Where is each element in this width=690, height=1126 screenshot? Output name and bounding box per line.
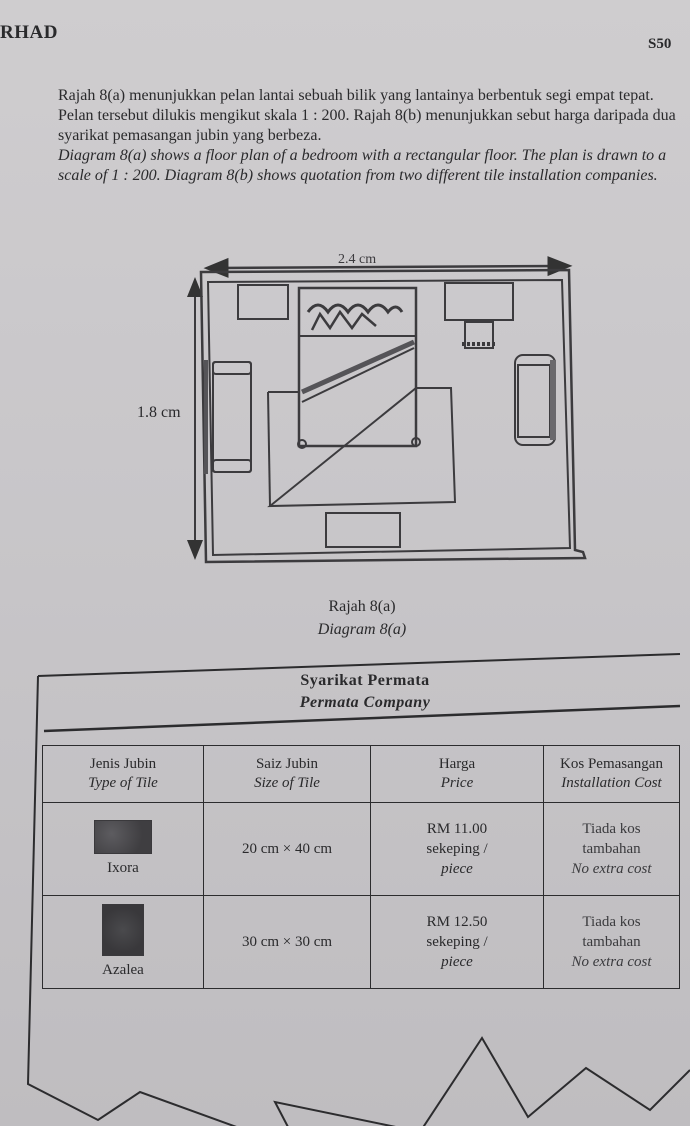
header-english: Size of Tile <box>254 775 320 791</box>
header-malay: Harga <box>438 756 476 772</box>
header-malay: Kos Pemasangan <box>560 756 663 772</box>
tile-name: Ixora <box>107 860 139 876</box>
ixora-tile-image <box>94 820 152 854</box>
quotation-table: Jenis Jubin Type of Tile Saiz Jubin Size… <box>42 745 680 989</box>
header-malay: Saiz Jubin <box>255 756 319 772</box>
tile-type-cell: Azalea <box>42 895 204 989</box>
cost-malay-line1: Tiada kos <box>582 914 641 930</box>
column-header-installation-cost: Kos Pemasangan Installation Cost <box>543 745 680 803</box>
cost-malay-line1: Tiada kos <box>582 821 641 837</box>
price-unit-english: piece <box>441 954 473 970</box>
table-row: Ixora 20 cm × 40 cm RM 11.00 sekeping / … <box>42 802 680 896</box>
tile-name: Azalea <box>102 962 144 978</box>
plan-height-label: 1.8 cm <box>137 404 181 421</box>
cost-malay-line2: tambahan <box>582 841 641 857</box>
page-number: S50 <box>648 36 672 52</box>
cost-english: No extra cost <box>571 954 652 970</box>
header-english: Type of Tile <box>88 775 158 791</box>
column-header-price: Harga Price <box>370 745 544 803</box>
tile-type-cell: Ixora <box>42 802 204 896</box>
diagram-caption-english: Diagram 8(a) <box>317 621 407 638</box>
price-cell: RM 12.50 sekeping / piece <box>370 895 544 989</box>
question-text-english: Diagram 8(a) shows a floor plan of a bed… <box>58 146 688 186</box>
price-unit-malay: sekeping / <box>426 934 488 950</box>
column-header-tile-size: Saiz Jubin Size of Tile <box>203 745 371 803</box>
quotation-frame <box>26 653 690 1126</box>
installation-cost-cell: Tiada kos tambahan No extra cost <box>543 895 680 989</box>
company-name-malay: Syarikat Permata <box>300 672 430 689</box>
column-header-tile-type: Jenis Jubin Type of Tile <box>42 745 204 803</box>
price-unit-english: piece <box>441 861 473 877</box>
price-cell: RM 11.00 sekeping / piece <box>370 802 544 896</box>
tile-size-cell: 20 cm × 40 cm <box>203 802 371 896</box>
azalea-tile-image <box>102 904 144 956</box>
page-header-left: RHAD <box>0 22 58 43</box>
company-name-english: Permata Company <box>299 694 431 711</box>
question-text-malay: Rajah 8(a) menunjukkan pelan lantai sebu… <box>58 86 688 146</box>
cost-english: No extra cost <box>571 861 652 877</box>
price-amount: RM 12.50 <box>426 914 488 930</box>
floor-plan-diagram: 2.4 cm 1.8 cm <box>137 252 587 564</box>
header-english: Price <box>440 775 474 791</box>
diagram-caption-malay: Rajah 8(a) <box>328 598 396 615</box>
plan-width-label: 2.4 cm <box>338 252 376 267</box>
installation-cost-cell: Tiada kos tambahan No extra cost <box>543 802 680 896</box>
header-english: Installation Cost <box>561 775 662 791</box>
price-unit-malay: sekeping / <box>426 841 488 857</box>
header-malay: Jenis Jubin <box>89 756 157 772</box>
question-malay-paragraph: Rajah 8(a) menunjukkan pelan lantai sebu… <box>58 87 676 144</box>
question-english-paragraph: Diagram 8(a) shows a floor plan of a bed… <box>58 147 667 184</box>
table-header-row: Jenis Jubin Type of Tile Saiz Jubin Size… <box>42 745 680 803</box>
price-amount: RM 11.00 <box>426 821 488 837</box>
tile-size-cell: 30 cm × 30 cm <box>203 895 371 989</box>
table-row: Azalea 30 cm × 30 cm RM 12.50 sekeping /… <box>42 895 680 989</box>
cost-malay-line2: tambahan <box>582 934 641 950</box>
